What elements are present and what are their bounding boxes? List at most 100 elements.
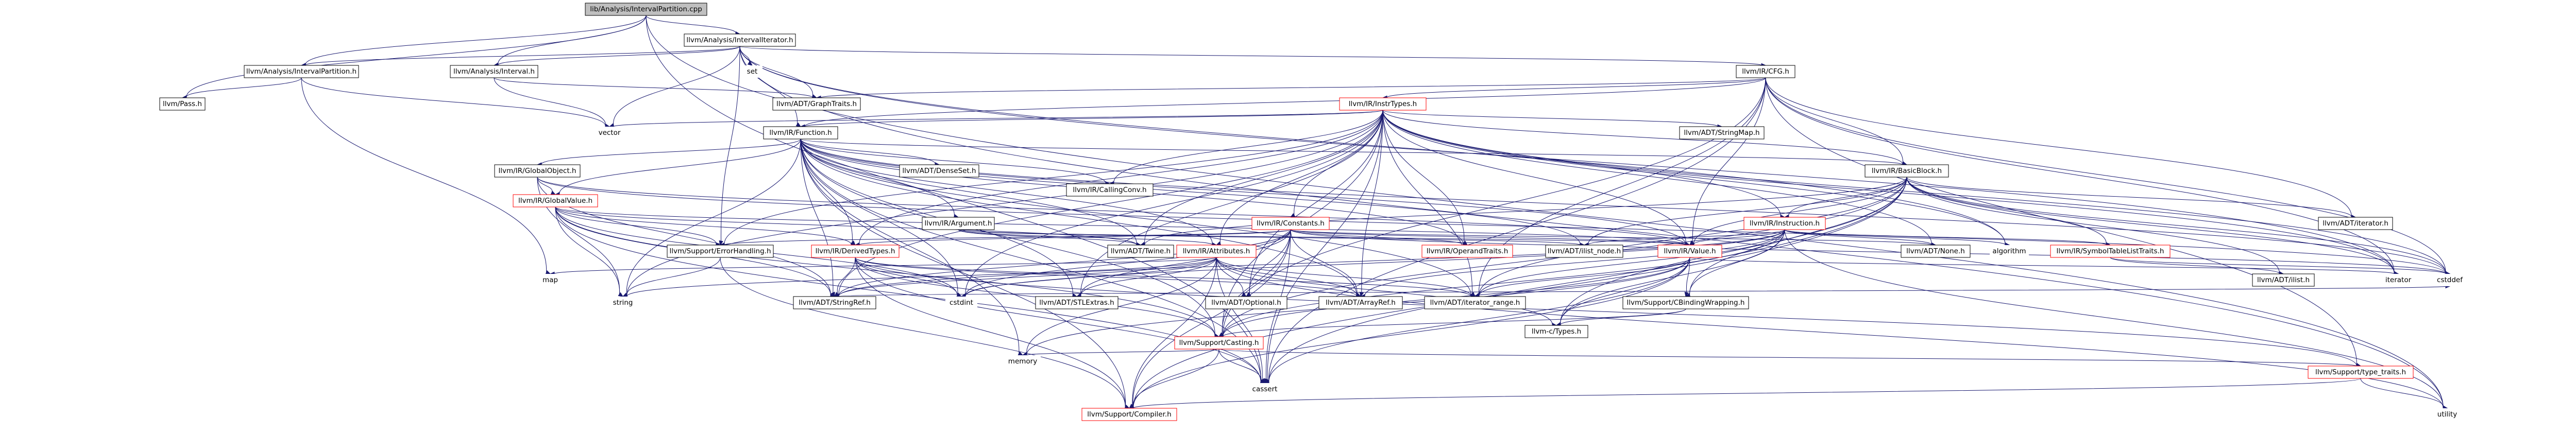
node-derived-types[interactable]: llvm/IR/DerivedTypes.h: [811, 245, 900, 258]
svg-text:llvm/Support/Casting.h: llvm/Support/Casting.h: [1179, 339, 1259, 347]
node-symbol-table-traits[interactable]: llvm/IR/SymbolTableListTraits.h: [2050, 245, 2171, 258]
svg-text:lib/Analysis/IntervalPartition: lib/Analysis/IntervalPartition.cpp: [590, 5, 702, 13]
node-iterator-range[interactable]: llvm/ADT/iterator_range.h: [1424, 296, 1526, 309]
edge-root-to-intervalIterator: [646, 15, 736, 34]
edge-instruction-to-value: [1693, 229, 1785, 245]
node-twine[interactable]: llvm/ADT/Twine.h: [1107, 245, 1174, 258]
node-dense-set[interactable]: llvm/ADT/DenseSet.h: [899, 164, 979, 178]
edge-errorHandling-to-compiler: [720, 257, 1126, 408]
node-cfg[interactable]: llvm/IR/CFG.h: [1736, 65, 1795, 78]
svg-text:llvm/Analysis/IntervalPartitio: llvm/Analysis/IntervalPartition.h: [246, 67, 357, 76]
edge-function-to-arrayRef: [800, 138, 1357, 296]
edge-basicBlock-to-symbolTable: [1906, 177, 2107, 245]
node-string-ref[interactable]: llvm/ADT/StringRef.h: [793, 296, 876, 309]
node-global-value[interactable]: llvm/IR/GlobalValue.h: [513, 194, 598, 207]
edge-basicBlock-to-iteratorStd: [1906, 177, 2395, 274]
svg-text:llvm/IR/OperandTraits.h: llvm/IR/OperandTraits.h: [1427, 247, 1509, 255]
node-attributes[interactable]: llvm/IR/Attributes.h: [1176, 245, 1257, 258]
svg-text:llvm/ADT/GraphTraits.h: llvm/ADT/GraphTraits.h: [776, 100, 857, 108]
edge-intervalPartitionH-to-pass: [186, 77, 302, 98]
node-memory: memory: [1005, 355, 1041, 368]
node-instruction[interactable]: llvm/IR/Instruction.h: [1743, 217, 1826, 230]
edge-derivedTypes-to-typeTraits: [855, 257, 2357, 366]
node-casting[interactable]: llvm/Support/Casting.h: [1174, 336, 1264, 350]
edge-constants-to-adtNone: [1290, 229, 1932, 246]
node-compiler[interactable]: llvm/Support/Compiler.h: [1081, 408, 1177, 421]
node-calling-conv[interactable]: llvm/IR/CallingConv.h: [1066, 183, 1154, 197]
edge-casting-to-memory: [1026, 349, 1219, 356]
svg-text:llvm/IR/Instruction.h: llvm/IR/Instruction.h: [1750, 219, 1820, 228]
svg-text:llvm/ADT/STLExtras.h: llvm/ADT/STLExtras.h: [1039, 299, 1114, 307]
node-string-map[interactable]: llvm/ADT/StringMap.h: [1679, 126, 1765, 140]
svg-text:llvm/IR/Attributes.h: llvm/IR/Attributes.h: [1183, 247, 1250, 255]
node-adt-none[interactable]: llvm/ADT/None.h: [1901, 245, 1971, 258]
node-interval-iterator[interactable]: llvm/Analysis/IntervalIterator.h: [684, 33, 796, 47]
node-graph-traits[interactable]: llvm/ADT/GraphTraits.h: [772, 97, 861, 111]
node-operand-traits[interactable]: llvm/IR/OperandTraits.h: [1421, 245, 1513, 258]
edge-basicBlock-to-ctypes: [1560, 177, 1907, 325]
edge-instrTypes-to-stringMap: [1382, 110, 1718, 127]
node-stl-extras[interactable]: llvm/ADT/STLExtras.h: [1035, 296, 1118, 309]
edge-derivedTypes-to-stringRef: [837, 257, 856, 294]
svg-text:llvm/IR/CFG.h: llvm/IR/CFG.h: [1742, 67, 1789, 76]
edge-instrTypes-to-basicBlock: [1382, 110, 1903, 165]
node-cbinding-wrapping[interactable]: llvm/Support/CBindingWrapping.h: [1622, 296, 1749, 309]
edge-constants-to-cstddef: [1290, 229, 2446, 274]
edge-value-to-cbinding: [1686, 257, 1690, 293]
edge-cfg-to-instrTypes: [1386, 77, 1766, 98]
edge-constants-to-stlExtras: [1080, 229, 1291, 296]
edge-derivedTypes-to-cstdint: [855, 257, 958, 296]
edge-basicBlock-to-twine: [1144, 177, 1907, 245]
node-instr-types[interactable]: llvm/IR/InstrTypes.h: [1339, 97, 1427, 111]
node-optional[interactable]: llvm/ADT/Optional.h: [1205, 296, 1287, 309]
edge-instrTypes-to-operandTraits: [1382, 110, 1465, 243]
svg-text:cassert: cassert: [1252, 385, 1278, 393]
edge-casting-to-cassert: [1218, 349, 1262, 382]
edge-cfg-to-graphTraits: [820, 77, 1766, 98]
node-interval-partition-h[interactable]: llvm/Analysis/IntervalPartition.h: [244, 65, 359, 78]
node-value[interactable]: llvm/IR/Value.h: [1657, 245, 1722, 258]
node-cstddef: cstddef: [2432, 274, 2468, 286]
edge-instrTypes-to-twine: [1144, 110, 1383, 244]
node-c-types[interactable]: llvm-c/Types.h: [1524, 325, 1588, 338]
node-adt-ilist[interactable]: llvm/ADT/ilist.h: [2252, 273, 2315, 287]
node-constants[interactable]: llvm/IR/Constants.h: [1251, 217, 1330, 230]
svg-text:vector: vector: [599, 129, 621, 137]
svg-text:llvm/Pass.h: llvm/Pass.h: [163, 100, 202, 108]
svg-text:llvm/IR/BasicBlock.h: llvm/IR/BasicBlock.h: [1872, 167, 1942, 175]
edge-value-to-cassert: [1268, 257, 1690, 383]
edge-function-to-globalValue: [559, 138, 801, 195]
edge-globalValue-to-casting: [555, 206, 1215, 337]
node-argument[interactable]: llvm/IR/Argument.h: [922, 217, 995, 230]
edge-intervalIterator-to-function: [739, 46, 798, 125]
edge-function-to-casting: [800, 138, 1215, 336]
svg-text:llvm-c/Types.h: llvm-c/Types.h: [1532, 327, 1581, 336]
node-error-handling[interactable]: llvm/Support/ErrorHandling.h: [667, 245, 774, 258]
edge-instruction-to-casting: [1223, 229, 1785, 337]
edge-constants-to-optional: [1249, 229, 1291, 294]
svg-text:llvm/ADT/None.h: llvm/ADT/None.h: [1906, 247, 1965, 255]
node-pass[interactable]: llvm/Pass.h: [159, 97, 206, 111]
node-function[interactable]: llvm/IR/Function.h: [763, 126, 838, 140]
edge-constants-to-value: [1290, 229, 1686, 246]
node-ilist-node[interactable]: llvm/ADT/ilist_node.h: [1545, 245, 1623, 258]
node-basic-block[interactable]: llvm/IR/BasicBlock.h: [1865, 164, 1949, 178]
svg-text:algorithm: algorithm: [1992, 247, 2026, 255]
node-global-object[interactable]: llvm/IR/GlobalObject.h: [494, 164, 581, 178]
edge-instrTypes-to-cstdint: [965, 110, 1383, 296]
node-adt-iterator[interactable]: llvm/ADT/iterator.h: [2318, 217, 2393, 230]
edge-intervalH-to-vector: [494, 77, 606, 126]
node-type-traits[interactable]: llvm/Support/type_traits.h: [2308, 366, 2414, 379]
svg-text:llvm/ADT/iterator_range.h: llvm/ADT/iterator_range.h: [1430, 299, 1520, 307]
node-array-ref[interactable]: llvm/ADT/ArrayRef.h: [1318, 296, 1403, 309]
arrowhead-intervalIterator-to-function: [795, 122, 802, 127]
node-set: set: [742, 65, 762, 78]
edge-basicBlock-to-compiler: [1133, 177, 1907, 408]
edge-attributes-to-compiler: [1132, 257, 1217, 406]
svg-text:utility: utility: [2437, 410, 2457, 419]
edge-cfg-to-adtIterator: [1765, 77, 2352, 217]
node-interval-h[interactable]: llvm/Analysis/Interval.h: [450, 65, 538, 78]
svg-text:llvm/IR/Function.h: llvm/IR/Function.h: [769, 129, 832, 137]
edge-basicBlock-to-instruction: [1788, 177, 1907, 217]
